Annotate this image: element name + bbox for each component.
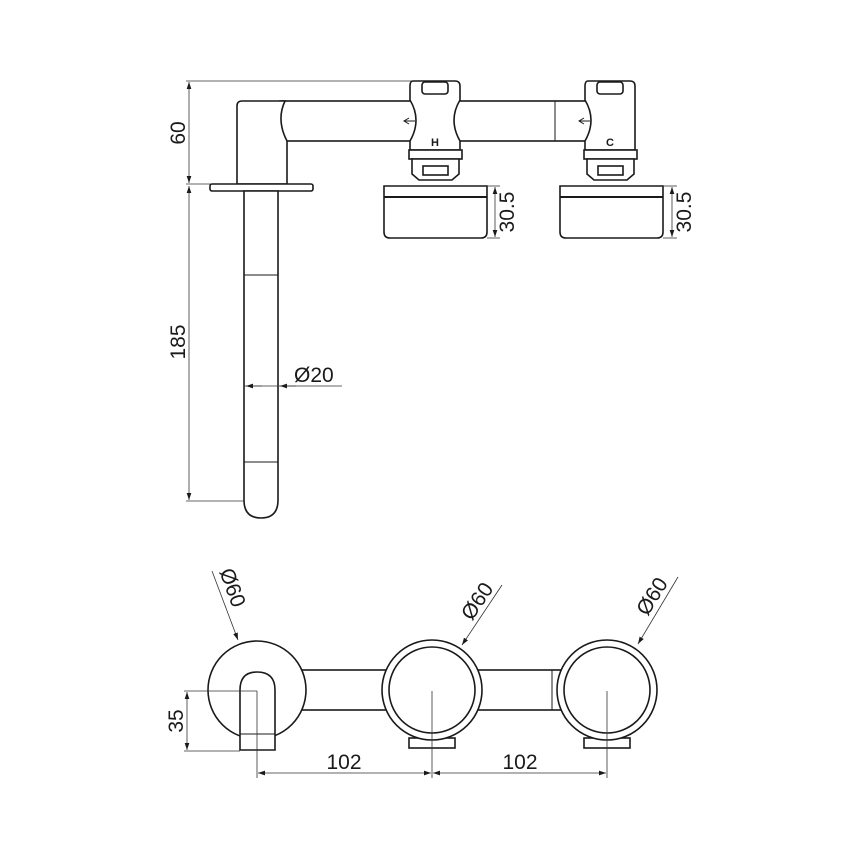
dimension-label-30-5-hot: 30.5 [496, 192, 519, 233]
front-view: 35 102 102 Ø60 Ø60 Ø60 [165, 565, 679, 778]
hot-valve: H [383, 80, 488, 239]
dimension-label-102-b: 102 [502, 751, 537, 774]
wall-flange [209, 183, 314, 192]
pipe-right [449, 100, 596, 142]
leader-flange [211, 570, 239, 641]
cold-handle [559, 185, 664, 239]
dimension-label-flange-d60: Ø60 [215, 565, 250, 610]
front-pipe-left [299, 669, 391, 711]
hot-label: H [431, 137, 439, 149]
front-pipe-right [474, 669, 566, 711]
dimension-label-35: 35 [165, 709, 188, 732]
cold-valve: C [559, 80, 664, 239]
cold-label: C [606, 137, 614, 149]
pipe-left [279, 100, 421, 142]
dimension-label-185: 185 [167, 324, 190, 359]
spout-front [239, 671, 276, 751]
leader-cold [637, 576, 679, 645]
spout-body [236, 100, 288, 185]
dimension-label-30-5-cold: 30.5 [673, 192, 696, 233]
dimension-label-102-a: 102 [326, 751, 361, 774]
hot-handle [383, 185, 488, 239]
dimension-label-d20: Ø20 [294, 364, 334, 387]
leader-hot [461, 584, 503, 646]
dimension-label-hot-d60: Ø60 [457, 578, 498, 624]
dimension-label-60: 60 [167, 121, 190, 144]
side-view: 60 185 Ø20 H [167, 80, 696, 519]
spout [243, 190, 279, 519]
